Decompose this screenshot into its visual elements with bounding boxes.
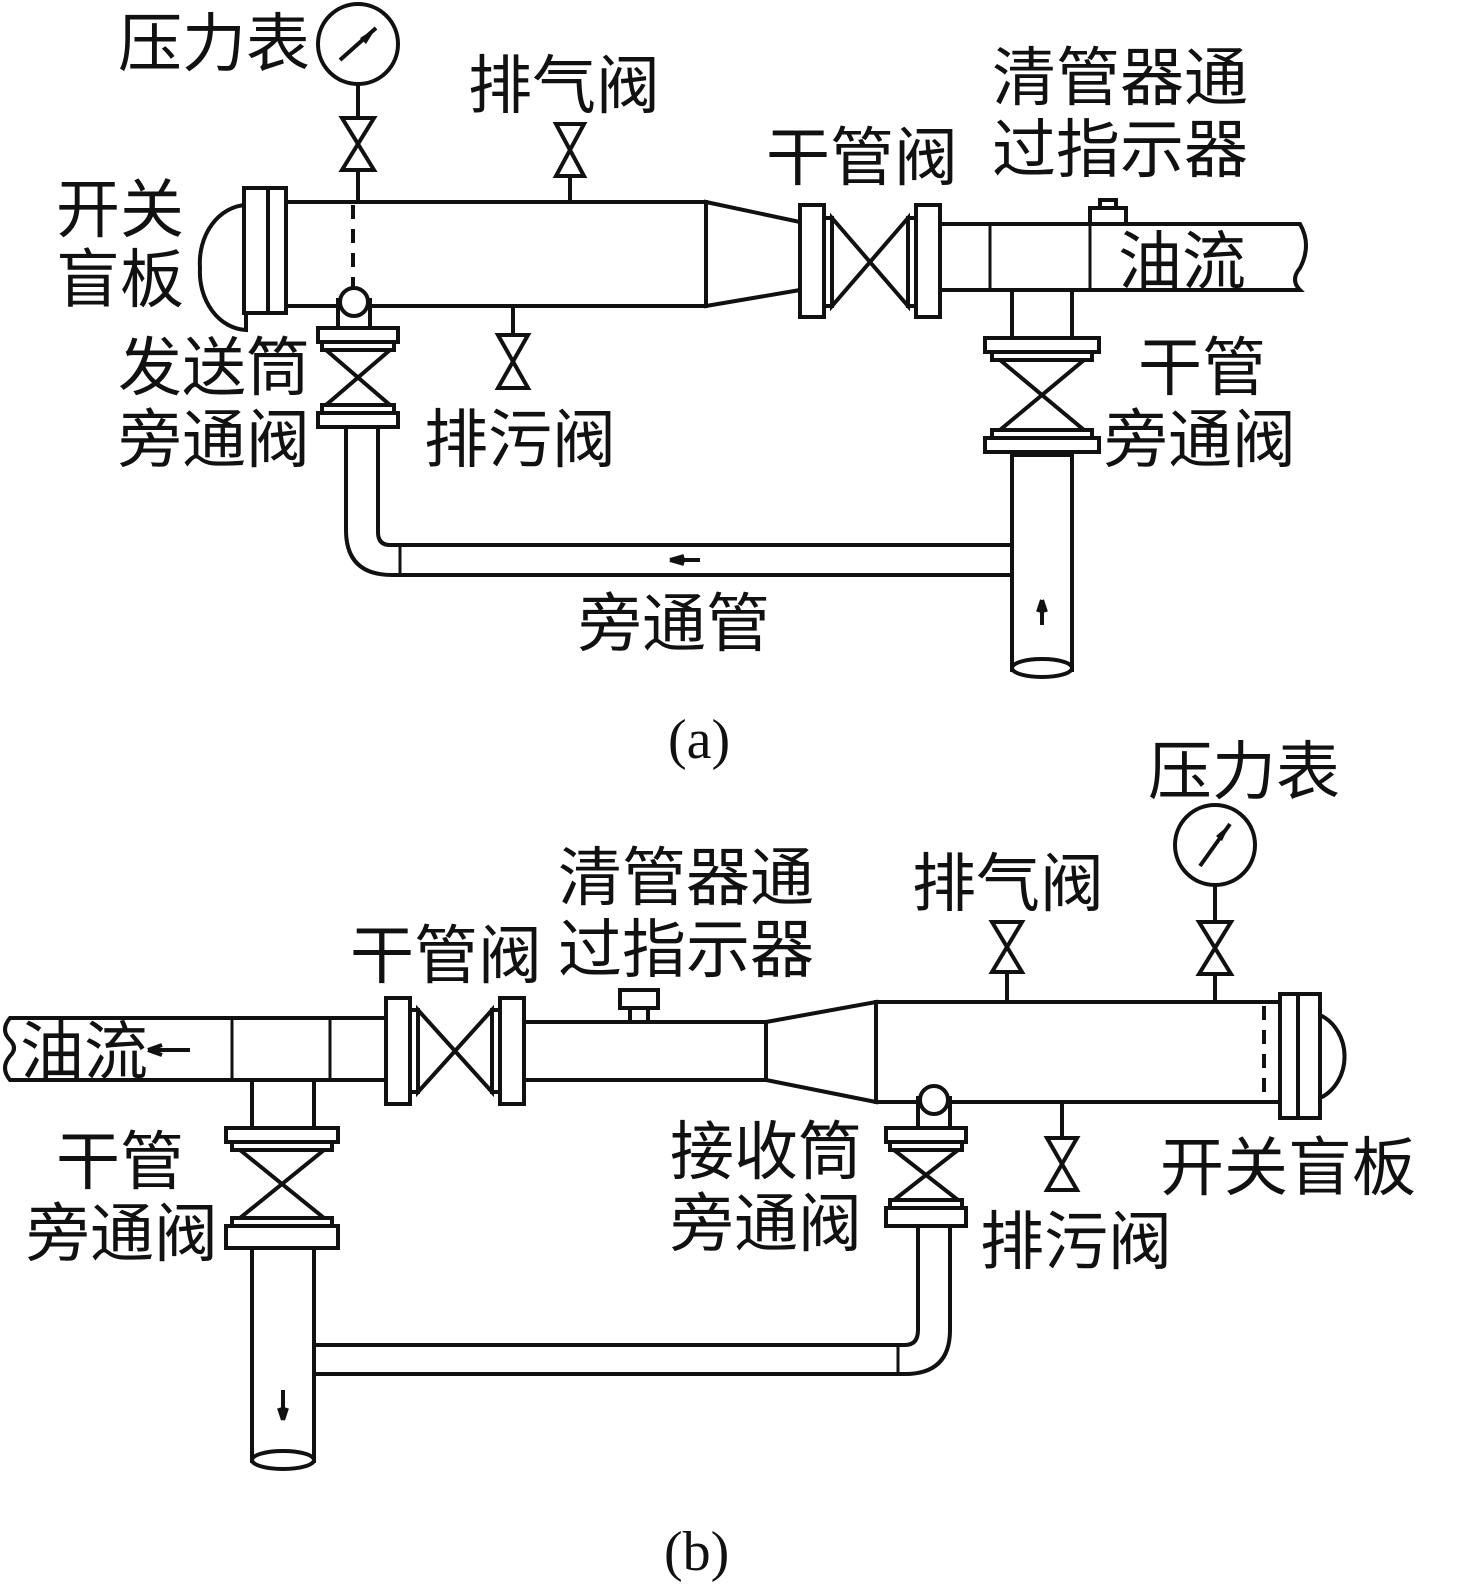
mainline-bypass-valve-a — [983, 336, 1101, 454]
label-oil-flow-a: 油流 — [1118, 226, 1246, 300]
mainline-riser-a — [1010, 453, 1074, 679]
receiver-barrel-b — [874, 992, 1347, 1120]
label-pressure-gauge-a: 压力表 — [118, 8, 310, 82]
bypass-pipe-b — [298, 1223, 952, 1376]
label-pig-indicator-b-1: 清管器通 — [558, 842, 814, 916]
vent-valve-a — [552, 122, 588, 202]
launcher-barrel-a — [197, 186, 802, 333]
label-launcher-bypass-a-2: 旁通阀 — [118, 404, 310, 478]
drain-valve-a — [494, 306, 532, 390]
label-closure-a-1: 开关 — [56, 174, 184, 248]
label-bypass-pipe-a: 旁通管 — [578, 588, 770, 662]
label-mainline-bypass-b-1: 干管 — [56, 1126, 184, 1200]
label-receiver-bypass-b-1: 接收筒 — [670, 1116, 862, 1190]
label-oil-flow-b: 油流 — [20, 1016, 148, 1090]
mainline-riser-b — [250, 1244, 316, 1471]
diagram-a: 压力表 排气阀 干管阀 清管器通 过指示器 开关 盲板 油流 发送筒 旁通阀 排… — [56, 2, 1308, 771]
mainline-valve-a — [798, 203, 942, 319]
label-pig-indicator-a-1: 清管器通 — [992, 42, 1248, 116]
label-pressure-gauge-b: 压力表 — [1148, 736, 1340, 810]
pressure-gauge-b — [1173, 803, 1257, 1002]
mainline-valve-b — [384, 996, 526, 1106]
pressure-gauge-a — [316, 2, 400, 202]
label-launcher-bypass-a-1: 发送筒 — [118, 332, 310, 406]
label-pig-indicator-b-2: 过指示器 — [558, 914, 814, 988]
label-vent-valve-a: 排气阀 — [468, 50, 660, 124]
mainline-bypass-valve-b — [224, 1126, 340, 1250]
label-mainline-valve-a: 干管阀 — [766, 122, 958, 196]
caption-a: (a) — [668, 709, 730, 771]
label-closure-b: 开关盲板 — [1160, 1132, 1416, 1206]
label-pig-indicator-a-2: 过指示器 — [992, 114, 1248, 188]
label-drain-valve-b: 排污阀 — [980, 1206, 1172, 1280]
receiver-bypass-valve-b — [884, 1084, 968, 1228]
vent-valve-b — [988, 920, 1026, 1002]
label-vent-valve-b: 排气阀 — [912, 848, 1104, 922]
caption-b: (b) — [664, 1521, 729, 1583]
label-mainline-bypass-b-2: 旁通阀 — [26, 1198, 218, 1272]
main-pipe-b — [3, 1016, 388, 1132]
diagram-b: 压力表 清管器通 过指示器 排气阀 干管阀 油流 干管 旁通阀 接收筒 旁通阀 … — [3, 736, 1416, 1583]
receiver-inlet-b — [522, 988, 878, 1105]
label-drain-valve-a: 排污阀 — [424, 404, 616, 478]
label-mainline-valve-b: 干管阀 — [350, 920, 542, 994]
drain-valve-b — [1043, 1102, 1081, 1192]
launcher-bypass-valve-a — [316, 286, 400, 429]
label-receiver-bypass-b-2: 旁通阀 — [670, 1188, 862, 1262]
label-closure-a-2: 盲板 — [56, 244, 184, 318]
label-mainline-bypass-a-1: 干管 — [1138, 332, 1266, 406]
label-mainline-bypass-a-2: 旁通阀 — [1104, 404, 1296, 478]
main-pipe-a — [938, 198, 1308, 342]
